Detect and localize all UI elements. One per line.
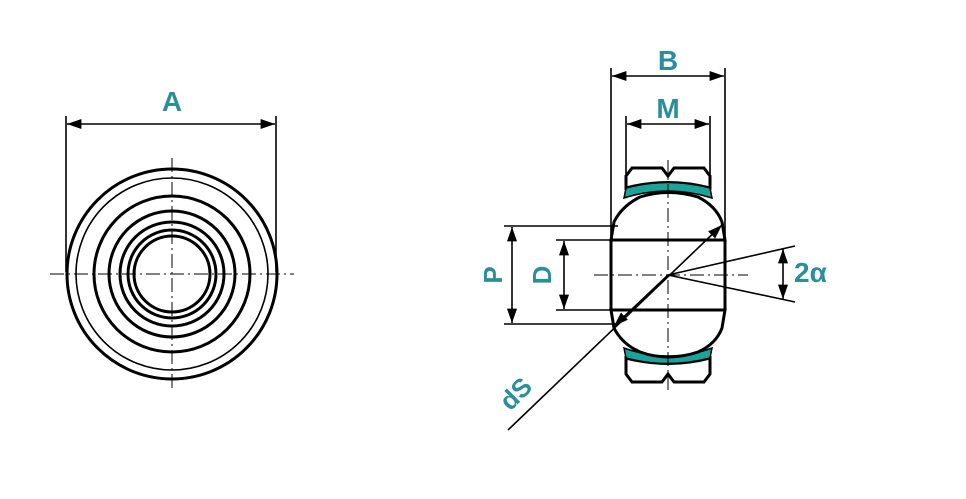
dim-sphere-arrow-lower (613, 274, 669, 327)
angle-line-lower (667, 274, 796, 303)
dim-sphere-label: dS (493, 371, 538, 416)
inner-ring-lower (609, 308, 727, 359)
front-view: A (50, 86, 294, 390)
dim-b-label: B (658, 45, 678, 76)
dim-m-label: M (656, 93, 679, 124)
dim-p-label: P (478, 266, 508, 283)
inner-ring-upper (609, 191, 727, 242)
dim-sphere-line (507, 224, 723, 431)
section-view: B M P D 2α dS (478, 45, 827, 431)
angle-label: 2α (794, 257, 827, 288)
dim-d-label: D (527, 266, 557, 285)
dim-a-label: A (162, 86, 182, 117)
angle-line-upper (667, 245, 796, 276)
